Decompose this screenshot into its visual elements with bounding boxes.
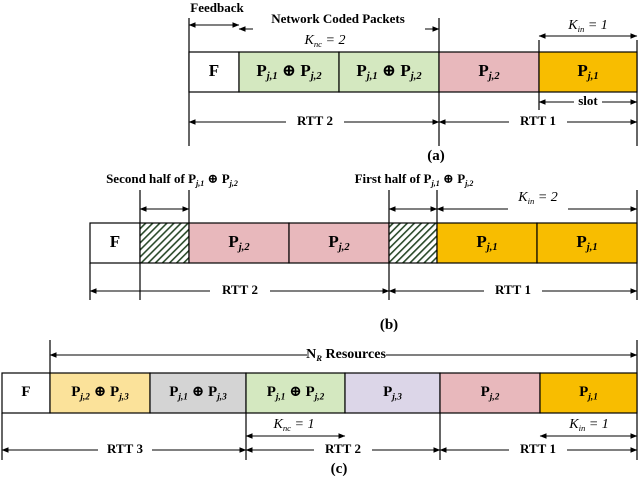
subfigure-b: Second half of Pj,1​ ⊕ Pj,2​ First half o… <box>89 171 638 333</box>
knc-label: Knc​ = 2 <box>304 33 346 49</box>
b-cell-5 <box>388 222 438 264</box>
caption-b: (b) <box>380 317 398 333</box>
c-cell-label-2: Pj,2​ ⊕ Pj,3​ <box>71 384 129 402</box>
c-cell-3 <box>149 372 247 414</box>
rtt2-label: RTT 2 <box>222 282 258 297</box>
b-cell-3 <box>188 222 290 264</box>
rtt3-label: RTT 3 <box>107 441 144 456</box>
a-cell-label-2: Pj,1​ ⊕ Pj,2​ <box>256 61 322 83</box>
c-cell-label-3: Pj,1​ ⊕ Pj,3​ <box>169 384 227 402</box>
b-cell-1 <box>89 222 141 264</box>
b-cell-4 <box>288 222 390 264</box>
b-cell-label-7: Pj,1​ <box>576 232 597 254</box>
rtt1-label: RTT 1 <box>495 282 531 297</box>
caption-a: (a) <box>427 148 445 164</box>
resources-label: NR​ Resources <box>306 347 386 363</box>
c-cell-label-6: Pj,2​ <box>481 384 500 402</box>
b-cell-label-1: F <box>110 232 120 251</box>
c-cell-label-1: F <box>21 384 30 400</box>
b-cell-label-4: Pj,2​ <box>328 232 350 254</box>
a-cell-2 <box>238 51 340 93</box>
rtt2-label: RTT 2 <box>297 113 333 128</box>
slot-label: slot <box>578 93 598 108</box>
b-cell-2 <box>139 222 190 264</box>
b-cell-label-3: Pj,2​ <box>228 232 250 254</box>
caption-c: (c) <box>331 461 348 477</box>
kin-label: Kin​ = 2 <box>517 190 558 206</box>
feedback-label: Feedback <box>190 0 244 15</box>
c-cell-label-4: Pj,1​ ⊕ Pj,2​ <box>267 384 325 402</box>
rtt2-label: RTT 2 <box>325 441 361 456</box>
c-cell-2 <box>49 372 151 414</box>
c-cell-5 <box>344 372 441 414</box>
c-cell-7 <box>539 372 638 414</box>
rtt1-label: RTT 1 <box>520 113 556 128</box>
knc-label: Knc​ = 1 <box>273 417 315 433</box>
b-cell-7 <box>536 222 638 264</box>
b-cell-6 <box>436 222 538 264</box>
c-cell-label-7: Pj,1​ <box>579 384 598 402</box>
kin-label: Kin​ = 1 <box>568 417 609 433</box>
rtt1-label: RTT 1 <box>520 441 556 456</box>
kin-label: Kin​ = 1 <box>567 18 608 34</box>
first-half-label: First half of Pj,1​ ⊕ Pj,2​ <box>355 171 474 188</box>
a-cell-label-1: F <box>209 61 219 80</box>
b-cell-label-6: Pj,1​ <box>476 232 497 254</box>
a-cell-label-5: Pj,1​ <box>577 61 598 83</box>
a-cell-5 <box>538 51 638 93</box>
a-cell-label-3: Pj,1​ ⊕ Pj,2​ <box>356 61 422 83</box>
nc-label: Network Coded Packets <box>271 11 405 26</box>
a-cell-1 <box>188 51 240 93</box>
a-cell-label-4: Pj,2​ <box>478 61 500 83</box>
second-half-label: Second half of Pj,1​ ⊕ Pj,2​ <box>106 171 238 188</box>
c-cell-label-5: Pj,3​ <box>383 384 402 402</box>
